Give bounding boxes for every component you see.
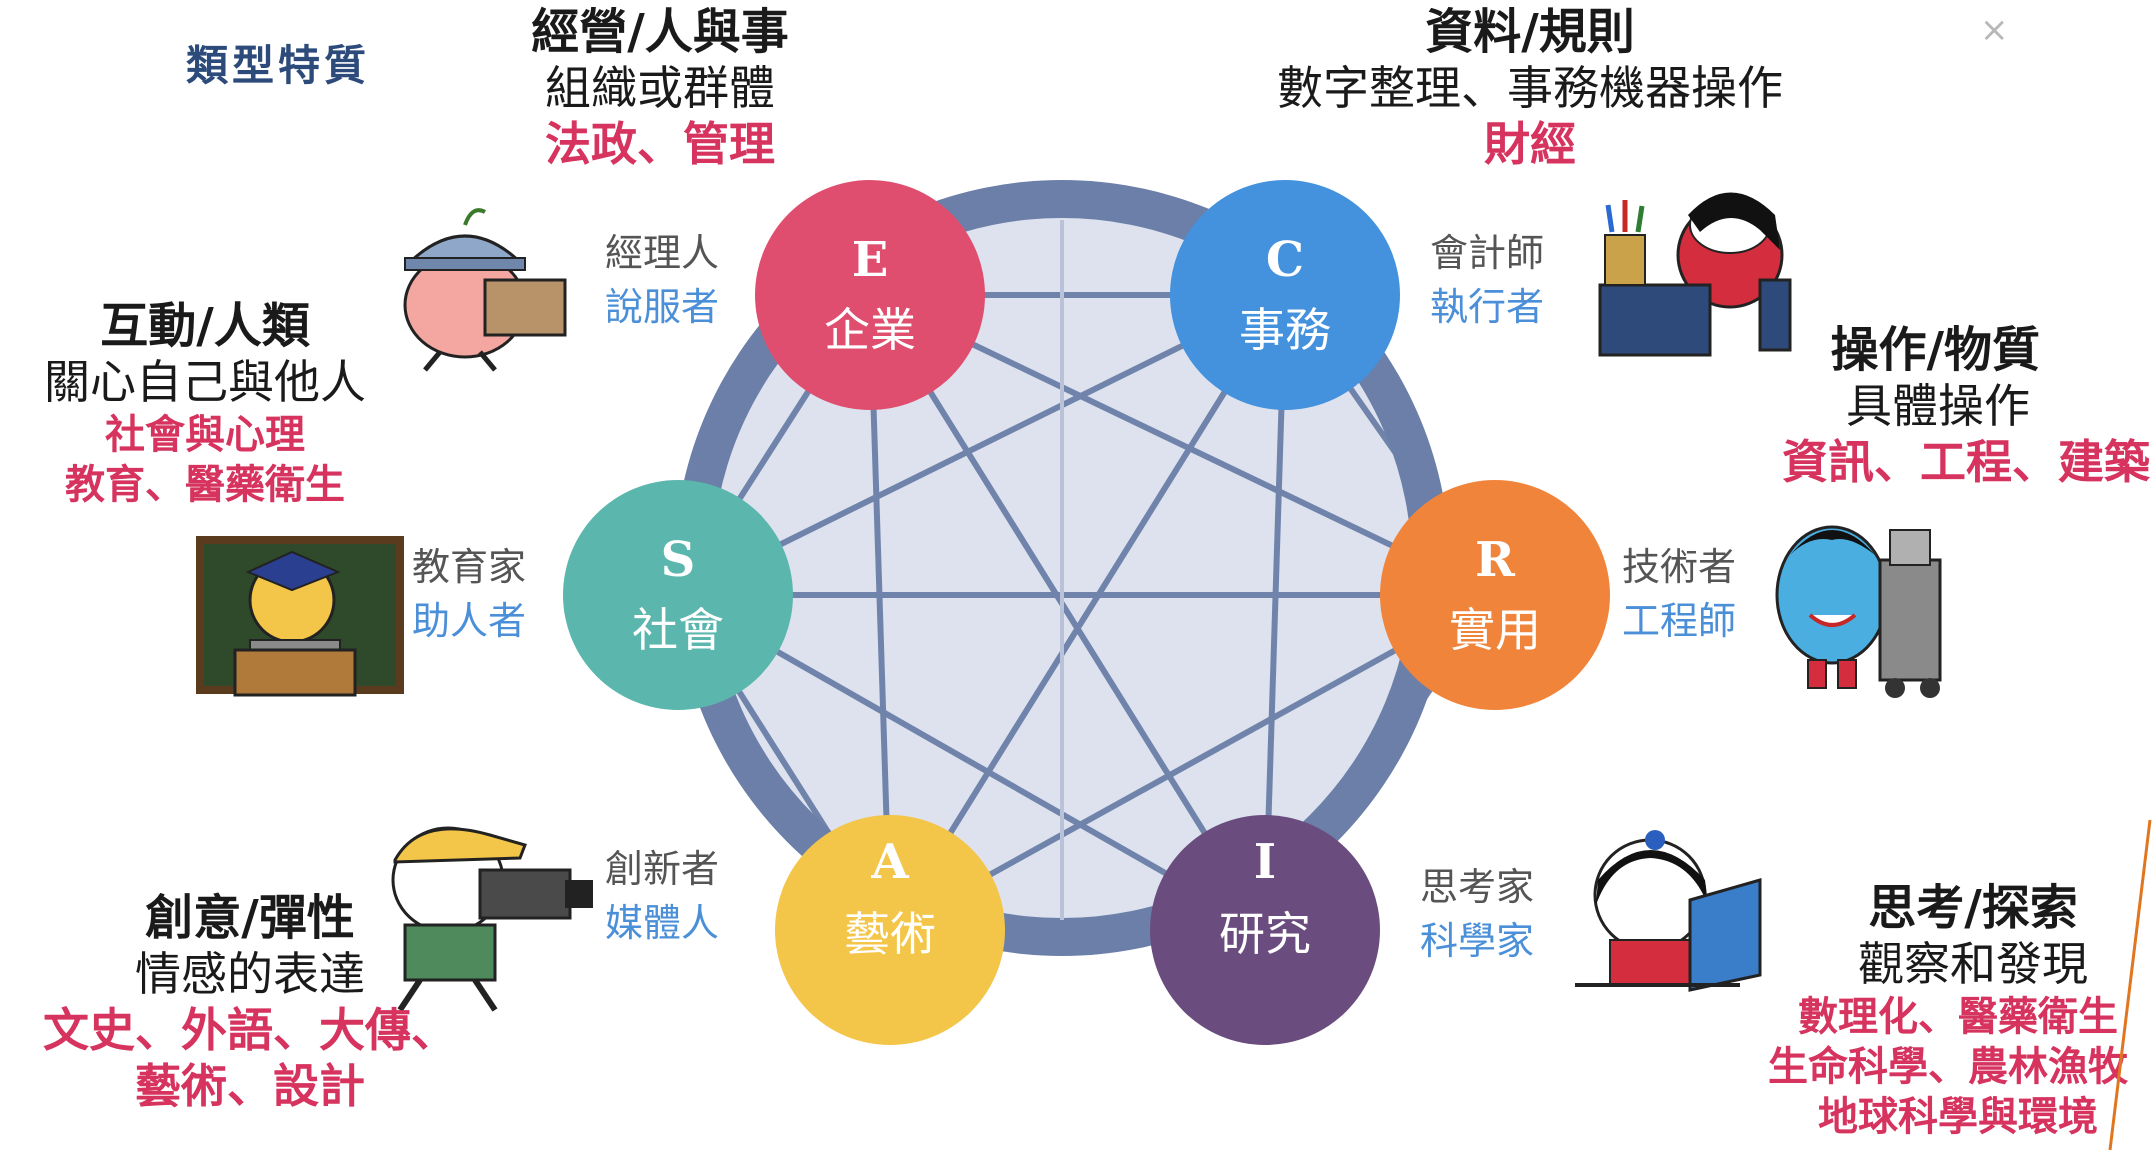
close-icon[interactable]: × [1980, 10, 2009, 50]
desc-S-subtitle: 關心自己與他人 [44, 355, 366, 409]
desc-I-title: 思考/探索 [1868, 880, 2078, 936]
desc-E-title: 經營/人與事 [531, 4, 789, 60]
desc-R-subtitle: 具體操作 [1846, 379, 2030, 433]
desc-S: 互動/人類 關心自己與他人 社會與心理 教育、醫藥衛生 [0, 298, 410, 510]
role-I-secondary: 科學家 [1420, 919, 1535, 963]
role-A-primary: 創新者 [605, 847, 720, 891]
node-A[interactable]: A 藝術 [775, 815, 1005, 1045]
role-S-secondary: 助人者 [412, 599, 527, 643]
node-S-letter: S [661, 532, 696, 588]
role-I-primary: 思考家 [1420, 865, 1535, 909]
roles-S: 教育家 助人者 [412, 540, 526, 648]
desc-I-field-2: 生命科學、農林漁牧 [1768, 1044, 2128, 1090]
node-I-letter: I [1254, 834, 1276, 890]
cartoon-thinker-reading-book-icon [1575, 830, 1762, 992]
role-C-primary: 會計師 [1430, 231, 1545, 275]
role-R-secondary: 工程師 [1622, 599, 1737, 643]
desc-A-field-1: 文史、外語、大傳、 [43, 1003, 457, 1057]
desc-I: 思考/探索 觀察和發現 數理化、醫藥衛生 生命科學、農林漁牧 地球科學與環境 [1720, 880, 2156, 1142]
node-S[interactable]: S 社會 [563, 480, 793, 710]
desc-S-field-2: 教育、醫藥衛生 [65, 462, 345, 508]
desc-C-title: 資料/規則 [1425, 4, 1635, 60]
node-A-letter: A [870, 834, 909, 890]
role-E-primary: 經理人 [605, 231, 720, 275]
node-E[interactable]: E 企業 [755, 180, 985, 410]
node-E-letter: E [852, 232, 889, 288]
node-I[interactable]: I 研究 [1150, 815, 1380, 1045]
cartoon-accountant-at-desk-icon [1598, 192, 1792, 357]
orange-accent-line [2108, 819, 2152, 1151]
desc-C: 資料/規則 數字整理、事務機器操作 財經 [1180, 4, 1880, 172]
desc-R-field: 資訊、工程、建築 [1782, 435, 2150, 489]
node-R-letter: R [1475, 532, 1516, 588]
desc-I-subtitle: 觀察和發現 [1858, 937, 2088, 991]
desc-C-field: 財經 [1484, 117, 1576, 171]
role-E-secondary: 說服者 [605, 285, 720, 329]
desc-C-subtitle: 數字整理、事務機器操作 [1277, 61, 1783, 115]
desc-E-field: 法政、管理 [545, 117, 775, 171]
roles-C: 會計師 執行者 [1430, 226, 1544, 334]
desc-S-field-1: 社會與心理 [105, 412, 305, 458]
desc-A: 創意/彈性 情感的表達 文史、外語、大傳、 藝術、設計 [0, 890, 500, 1114]
roles-R: 技術者 工程師 [1622, 540, 1736, 648]
desc-S-title: 互動/人類 [100, 298, 310, 354]
node-R-name: 實用 [1449, 603, 1541, 657]
role-S-primary: 教育家 [412, 545, 527, 589]
node-R[interactable]: R 實用 [1380, 480, 1610, 710]
desc-R: 操作/物質 具體操作 資訊、工程、建築 [1690, 322, 2150, 490]
desc-I-field-1: 數理化、醫藥衛生 [1798, 994, 2118, 1040]
roles-E: 經理人 說服者 [605, 226, 719, 334]
desc-E-subtitle: 組織或群體 [545, 61, 775, 115]
section-title: 類型特質 [186, 41, 371, 90]
roles-I: 思考家 科學家 [1420, 860, 1534, 968]
cartoon-teacher-at-blackboard-icon [196, 536, 404, 697]
desc-A-field-2: 藝術、設計 [135, 1059, 365, 1113]
cartoon-cameraman-icon [391, 826, 593, 1012]
role-R-primary: 技術者 [1622, 545, 1737, 589]
desc-R-title: 操作/物質 [1830, 322, 2040, 378]
node-A-name: 藝術 [844, 907, 936, 961]
role-A-secondary: 媒體人 [605, 901, 720, 945]
node-I-name: 研究 [1219, 907, 1311, 961]
desc-E: 經營/人與事 組織或群體 法政、管理 [440, 4, 880, 172]
roles-A: 創新者 媒體人 [605, 842, 719, 950]
node-C-letter: C [1266, 232, 1304, 288]
role-C-secondary: 執行者 [1430, 285, 1545, 329]
desc-A-subtitle: 情感的表達 [135, 947, 365, 1001]
cartoon-manager-with-box-icon [403, 208, 567, 372]
desc-I-field-3: 地球科學與環境 [1818, 1094, 2098, 1140]
desc-A-title: 創意/彈性 [145, 890, 355, 946]
node-C[interactable]: C 事務 [1170, 180, 1400, 410]
node-C-name: 事務 [1239, 303, 1331, 357]
node-E-name: 企業 [824, 303, 916, 357]
cartoon-technician-with-machine-icon [1775, 525, 1942, 698]
node-S-name: 社會 [632, 603, 724, 657]
